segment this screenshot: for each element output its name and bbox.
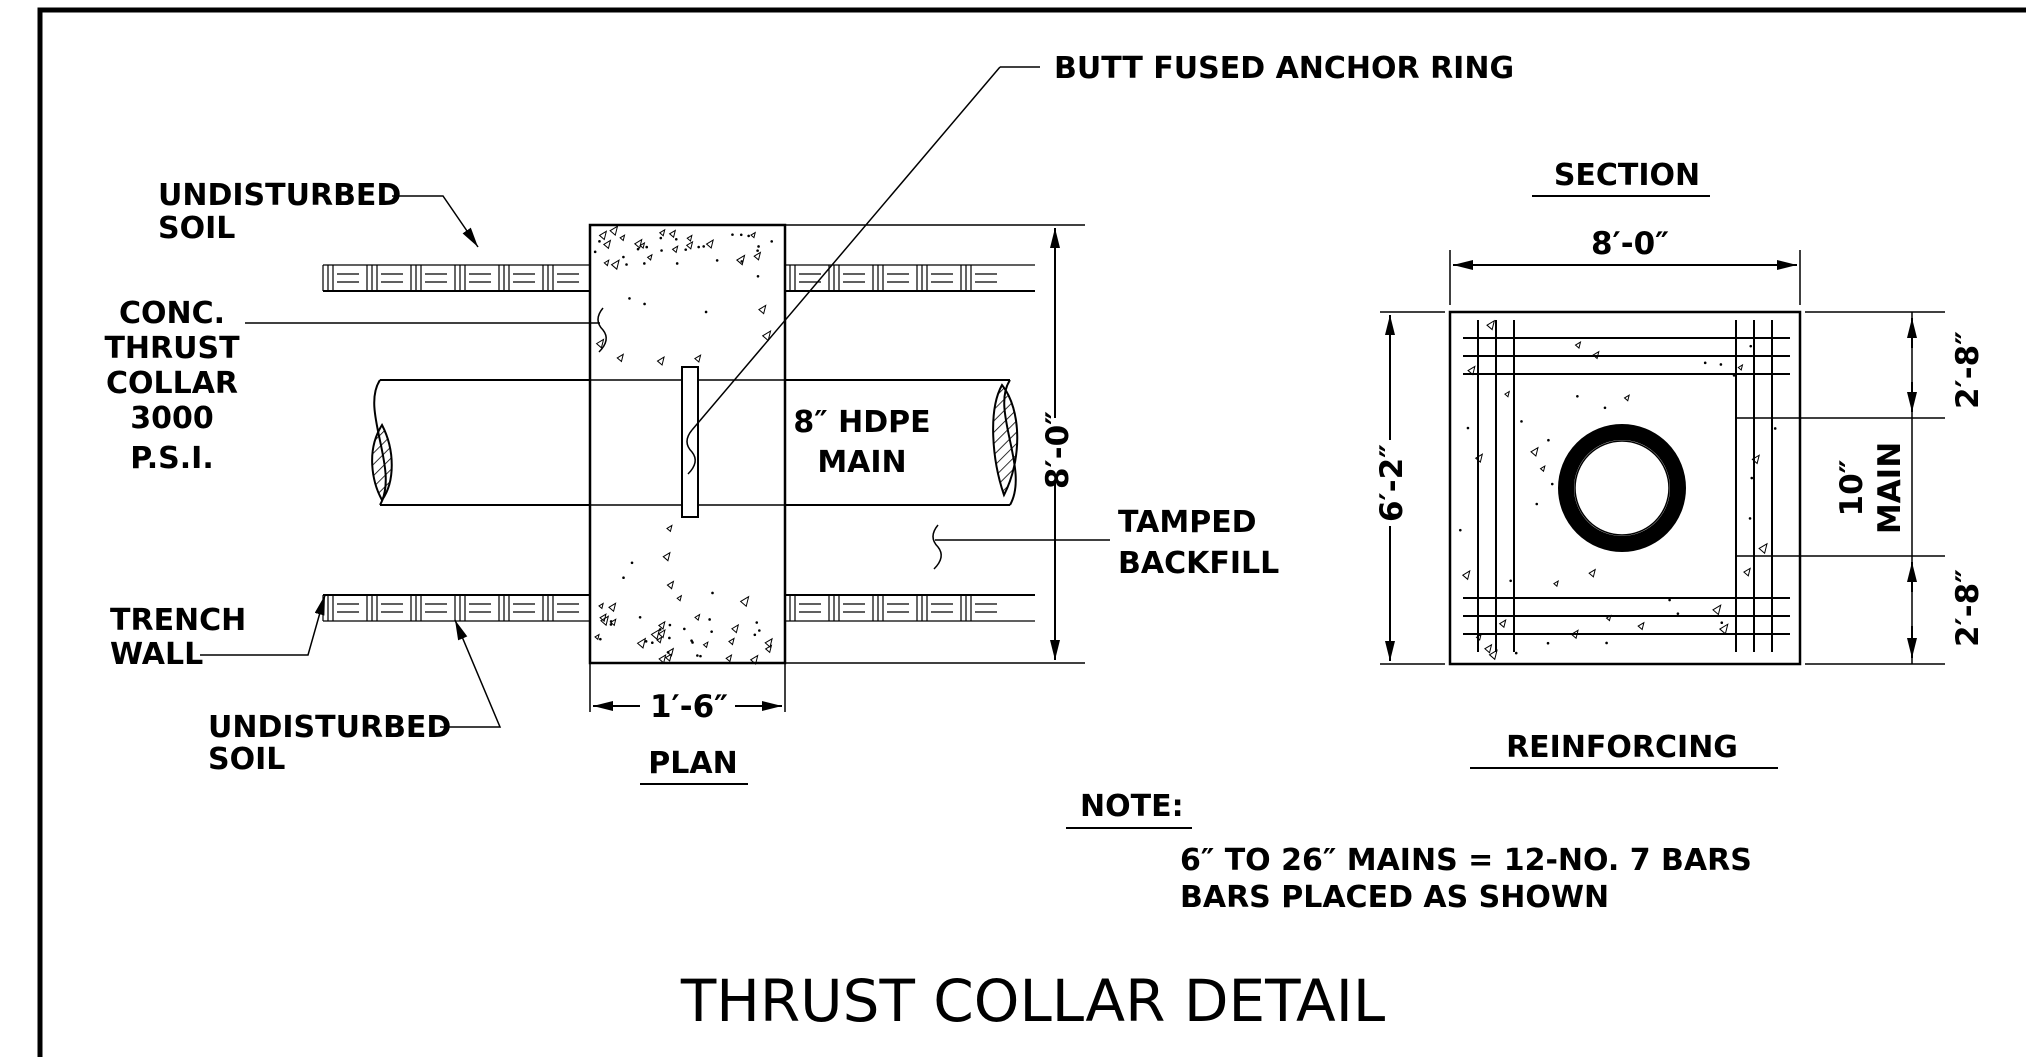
anchor-ring [681,366,699,518]
label-undisturbed-soil-2: SOIL [158,211,235,246]
drawing-title: THRUST COLLAR DETAIL [680,967,1385,1035]
label-trench-wall-1: TRENCH [110,603,246,638]
plan-title: PLAN [648,746,737,781]
note-line-1: 6″ TO 26″ MAINS = 12-NO. 7 BARS [1180,843,1752,878]
section-view: SECTION 8′-0″ 6 [1374,158,1986,769]
label-anchor-ring: BUTT FUSED ANCHOR RING [1054,51,1514,86]
section-caption: REINFORCING [1506,730,1738,765]
label-collar-3: COLLAR [106,366,238,401]
label-main-1: 8″ HDPE [793,405,930,440]
label-undisturbed-soil-lower-2: SOIL [208,742,285,777]
sheet-border [37,7,2026,1062]
dim-section-top: 2′-8″ [1950,331,1986,409]
soil-hatch-bottom-left [322,594,590,622]
section-main-label-2: MAIN [1872,442,1908,534]
label-tamped-backfill-2: BACKFILL [1118,546,1279,581]
label-collar-5: P.S.I. [130,441,213,476]
dim-section-height: 6′-2″ [1374,444,1410,522]
rebar [1463,320,1790,652]
dim-section-bottom: 2′-8″ [1950,569,1986,647]
note-line-2: BARS PLACED AS SHOWN [1180,880,1609,915]
pipe-section-wall [1558,424,1686,552]
label-tamped-backfill-1: TAMPED [1118,505,1257,540]
label-undisturbed-soil-lower-1: UNDISTURBED [208,710,451,745]
dim-plan-height: 8′-0″ [1040,411,1076,489]
plan-labels: BUTT FUSED ANCHOR RING UNDISTURBED SOIL … [104,51,1514,777]
section-main-label-1: 10″ [1834,459,1870,516]
label-main-2: MAIN [817,445,906,480]
section-title: SECTION [1554,158,1700,193]
note-heading: NOTE: [1080,789,1184,824]
soil-hatch-top-left [322,264,590,292]
pipe-break-left-hatch [371,423,393,502]
label-undisturbed-soil-1: UNDISTURBED [158,178,401,213]
label-collar-2: THRUST [104,331,240,366]
label-collar-4: 3000 [130,401,214,436]
plan-view: 8′-0″ 1′-6″ PLAN [322,223,1085,785]
soil-hatch-top-right [784,264,1035,292]
label-collar-1: CONC. [119,296,225,331]
label-trench-wall-2: WALL [110,637,203,672]
note-block: NOTE: 6″ TO 26″ MAINS = 12-NO. 7 BARS BA… [1066,789,1752,915]
concrete-speckle [593,225,774,665]
pipe-break-right-hatch [992,383,1019,498]
dim-section-width: 8′-0″ [1591,226,1669,262]
dim-plan-width: 1′-6″ [650,689,728,725]
soil-hatch-bottom-right [784,594,1035,622]
